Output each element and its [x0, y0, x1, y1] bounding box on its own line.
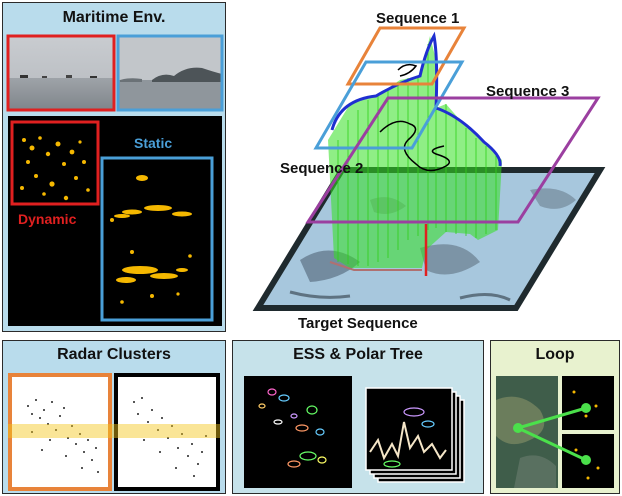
- loop-title: Loop: [535, 346, 575, 363]
- radar-clusters-title: Radar Clusters: [57, 346, 171, 363]
- sequence-2-plane: [313, 60, 465, 150]
- sequence-1-label: Sequence 1: [376, 10, 459, 27]
- sea-photo-static: [116, 34, 224, 112]
- static-label: Static: [134, 135, 173, 151]
- loop-graphics: [496, 376, 614, 488]
- sequence-2-label: Sequence 2: [280, 160, 363, 177]
- radar-image: [8, 116, 222, 326]
- sequence-1-plane: [345, 26, 467, 86]
- polar-tree-stack: [365, 387, 465, 483]
- ess-polar-tree-title: ESS & Polar Tree: [293, 346, 423, 363]
- trajectory-curtain: [328, 31, 502, 276]
- target-sequence-label: Target Sequence: [298, 315, 418, 332]
- dynamic-label: Dynamic: [18, 211, 77, 227]
- ess-polar-tree-graphics: [244, 376, 465, 488]
- radar-clusters-graphics: [8, 373, 220, 491]
- sequence-3-label: Sequence 3: [486, 83, 569, 100]
- sea-photo-dynamic: [6, 34, 116, 112]
- maritime-env-graphics: [6, 34, 224, 326]
- sequence-3-plane: [305, 96, 601, 224]
- maritime-env-title: Maritime Env.: [62, 9, 166, 26]
- sequence-diagram: Sequence 1 Sequence 2 Sequence 3 Target …: [252, 10, 606, 332]
